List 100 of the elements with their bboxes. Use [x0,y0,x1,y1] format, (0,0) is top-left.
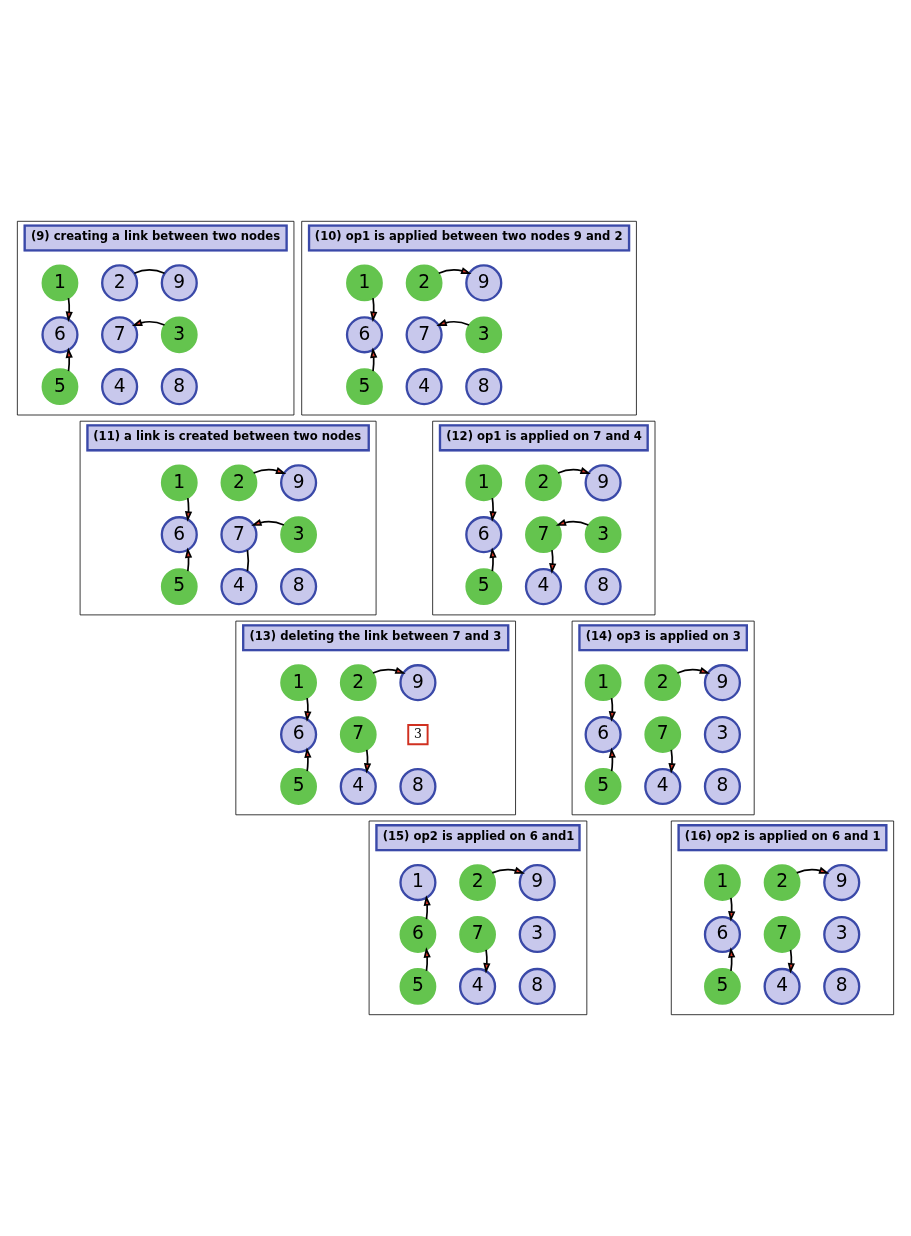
node-circle: 9 [703,664,741,702]
arrow [483,949,491,974]
connector [246,549,250,572]
node-circle: 6 [345,316,384,354]
node-circle: 5 [160,568,198,605]
node-circle: 4 [101,368,139,406]
arrow [131,319,166,326]
node-circle: 1 [41,264,79,302]
node-circle: 1 [346,264,383,302]
node-circle: 2 [220,464,258,502]
arrow [436,319,470,326]
node-circle: 9 [584,464,622,502]
node-circle: 3 [465,316,503,354]
arrow [370,347,378,373]
node-circle: 4 [644,767,682,806]
node-circle: 7 [525,516,562,554]
arrow [437,267,472,275]
arrow [557,467,591,474]
node-circle: 7 [405,316,443,354]
node-circle: 4 [524,568,563,606]
node-circle: 1 [399,864,437,902]
node-circle: 2 [644,664,682,702]
arrow [423,895,431,920]
node-circle: 6 [41,316,79,354]
node-circle: 2 [339,664,377,702]
node-circle: 8 [160,368,198,406]
node-circle: 6 [399,916,437,953]
arrow [608,747,616,772]
node-circle: 4 [459,967,497,1005]
arrow [370,297,378,322]
arrow [304,747,312,772]
node-circle: 7 [339,716,377,753]
arrow [489,497,497,522]
node-circle: 2 [525,464,562,502]
arrow [252,467,287,474]
node-circle: 3 [584,516,622,554]
node-circle: 4 [763,967,801,1005]
arrow [491,866,525,874]
node-circle: 9 [518,864,556,902]
node-circle: 7 [459,916,496,953]
node-circle: 5 [346,368,383,406]
node-circle: 8 [465,368,503,406]
arrow [65,297,73,322]
node-circle: 3 [280,516,317,554]
node-circle: 8 [280,568,318,606]
connector [133,268,166,275]
arrow [65,347,73,373]
node-circle: 7 [220,516,258,554]
node-circle: 4 [220,568,258,606]
arrow [423,947,431,972]
node-circle: 9 [160,264,198,302]
node-circle: 3 [823,915,861,954]
node-circle: 5 [465,568,503,605]
node-circle: 4 [405,368,443,406]
node-circle: 1 [280,664,317,702]
arrow [555,519,590,526]
node-circle: 8 [399,767,437,806]
node-circle: 9 [280,464,318,502]
node-circle: 8 [703,767,741,806]
node-circle: 5 [399,968,437,1005]
node-circle: 6 [703,915,741,954]
node-circle: 2 [405,264,443,302]
node-circle: 1 [584,664,622,702]
node-circle: 1 [160,464,198,502]
node-circle: 9 [823,864,861,902]
arrow [795,866,830,874]
node-circle: 9 [465,264,503,302]
node-circle: 7 [101,316,139,354]
node-circle: 2 [101,264,139,302]
node-circle: 5 [704,968,741,1005]
arrow [608,697,616,722]
arrow [676,666,711,674]
arrow [489,547,497,572]
node-circle: 5 [584,768,622,805]
node-circle: 8 [823,967,861,1005]
node-circle: 8 [518,967,556,1005]
node-circle: 2 [763,864,801,901]
node-circle: 2 [459,864,496,901]
node-circle: 6 [160,516,198,554]
node-circle: 6 [280,716,318,754]
node-circle: 1 [465,464,503,502]
arrow [372,666,406,674]
node-circle: 3 [160,316,198,354]
node-circle: 7 [763,916,801,953]
node-circle: 3 [703,716,741,754]
node-circle: 4 [339,767,377,806]
arrow [304,697,312,722]
node-circle: 6 [584,716,622,754]
node-circle: 1 [704,864,741,901]
node-circle: 9 [399,664,437,702]
node-box: 3 [407,723,429,746]
arrow [787,949,795,974]
arrow [251,519,285,526]
node-circle: 5 [280,768,317,805]
node-circle: 7 [644,716,682,753]
arrow [668,749,676,774]
node-circle: 5 [41,368,79,406]
node-circle: 3 [518,915,556,954]
node-circle: 8 [584,568,622,606]
node-circle: 6 [465,516,503,554]
